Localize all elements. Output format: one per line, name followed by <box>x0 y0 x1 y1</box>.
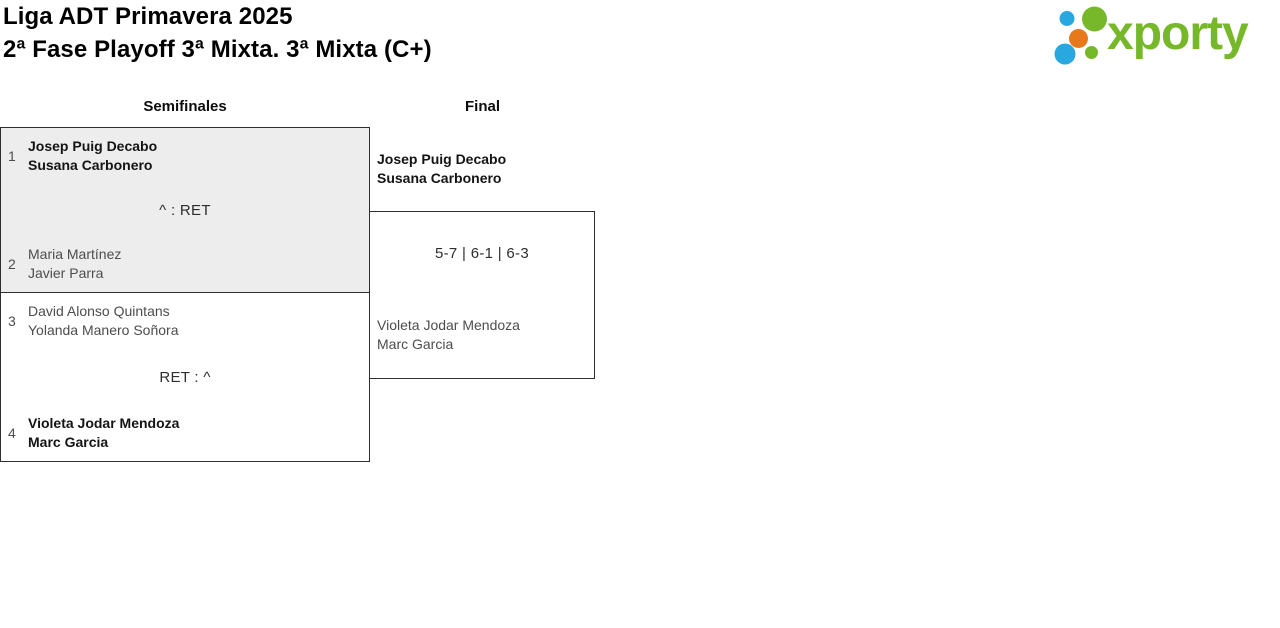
player-name: Javier Parra <box>28 265 104 281</box>
match-semifinal-1: 1 Josep Puig Decabo Susana Carbonero ^ :… <box>0 127 370 293</box>
player-name: David Alonso Quintans <box>28 303 170 319</box>
match-score: ^ : RET <box>159 201 211 219</box>
round-header-semifinals: Semifinales <box>143 98 227 115</box>
player-name: Maria Martínez <box>28 246 122 262</box>
player-name: Marc Garcia <box>28 434 109 450</box>
match-score: RET : ^ <box>159 368 211 386</box>
title-line-2: 2ª Fase Playoff 3ª Mixta. 3ª Mixta (C+) <box>3 36 432 63</box>
team-players: David Alonso Quintans Yolanda Manero Soñ… <box>28 302 179 340</box>
logo-wordmark: xporty <box>1107 7 1249 60</box>
team-row-seed-2: 2 Maria Martínez Javier Parra <box>1 236 369 292</box>
player-name: Josep Puig Decabo <box>28 138 158 154</box>
seed-number: 2 <box>8 256 16 272</box>
team-players: Maria Martínez Javier Parra <box>28 245 121 283</box>
logo-dot-green-small-icon <box>1085 46 1098 59</box>
team-players: Josep Puig Decabo Susana Carbonero <box>28 137 157 175</box>
team-players: Violeta Jodar Mendoza Marc Garcia <box>28 414 179 452</box>
final-loser-team: Violeta Jodar Mendoza Marc Garcia <box>377 316 520 354</box>
seed-number: 4 <box>8 425 16 441</box>
seed-number: 1 <box>8 148 16 164</box>
player-name: Violeta Jodar Mendoza <box>28 415 180 431</box>
logo-dot-green-large-icon <box>1082 6 1107 32</box>
page-title: Liga ADT Primavera 2025 2ª Fase Playoff … <box>3 0 432 66</box>
team-row-seed-4: 4 Violeta Jodar Mendoza Marc Garcia <box>1 405 369 461</box>
final-winner-team: Josep Puig Decabo Susana Carbonero <box>377 150 506 188</box>
xporty-logo[interactable]: xporty <box>1048 6 1280 68</box>
round-header-final: Final <box>464 98 500 115</box>
final-score: 5-7 | 6-1 | 6-3 <box>434 245 529 262</box>
match-final: 5-7 | 6-1 | 6-3 Violeta Jodar Mendoza Ma… <box>369 211 595 379</box>
player-name: Josep Puig Decabo <box>377 151 507 167</box>
seed-number: 3 <box>8 313 16 329</box>
player-name: Marc Garcia <box>377 336 454 352</box>
player-name: Violeta Jodar Mendoza <box>377 317 520 333</box>
team-row-seed-3: 3 David Alonso Quintans Yolanda Manero S… <box>1 293 369 349</box>
player-name: Yolanda Manero Soñora <box>28 322 179 338</box>
logo-dot-orange-icon <box>1069 29 1088 48</box>
title-line-1: Liga ADT Primavera 2025 <box>3 3 293 30</box>
logo-dot-blue-small-icon <box>1059 11 1075 26</box>
player-name: Susana Carbonero <box>377 170 502 186</box>
match-semifinal-2: 3 David Alonso Quintans Yolanda Manero S… <box>0 292 370 462</box>
team-row-seed-1: 1 Josep Puig Decabo Susana Carbonero <box>1 128 369 184</box>
player-name: Susana Carbonero <box>28 157 153 173</box>
logo-dot-blue-large-icon <box>1054 43 1076 65</box>
